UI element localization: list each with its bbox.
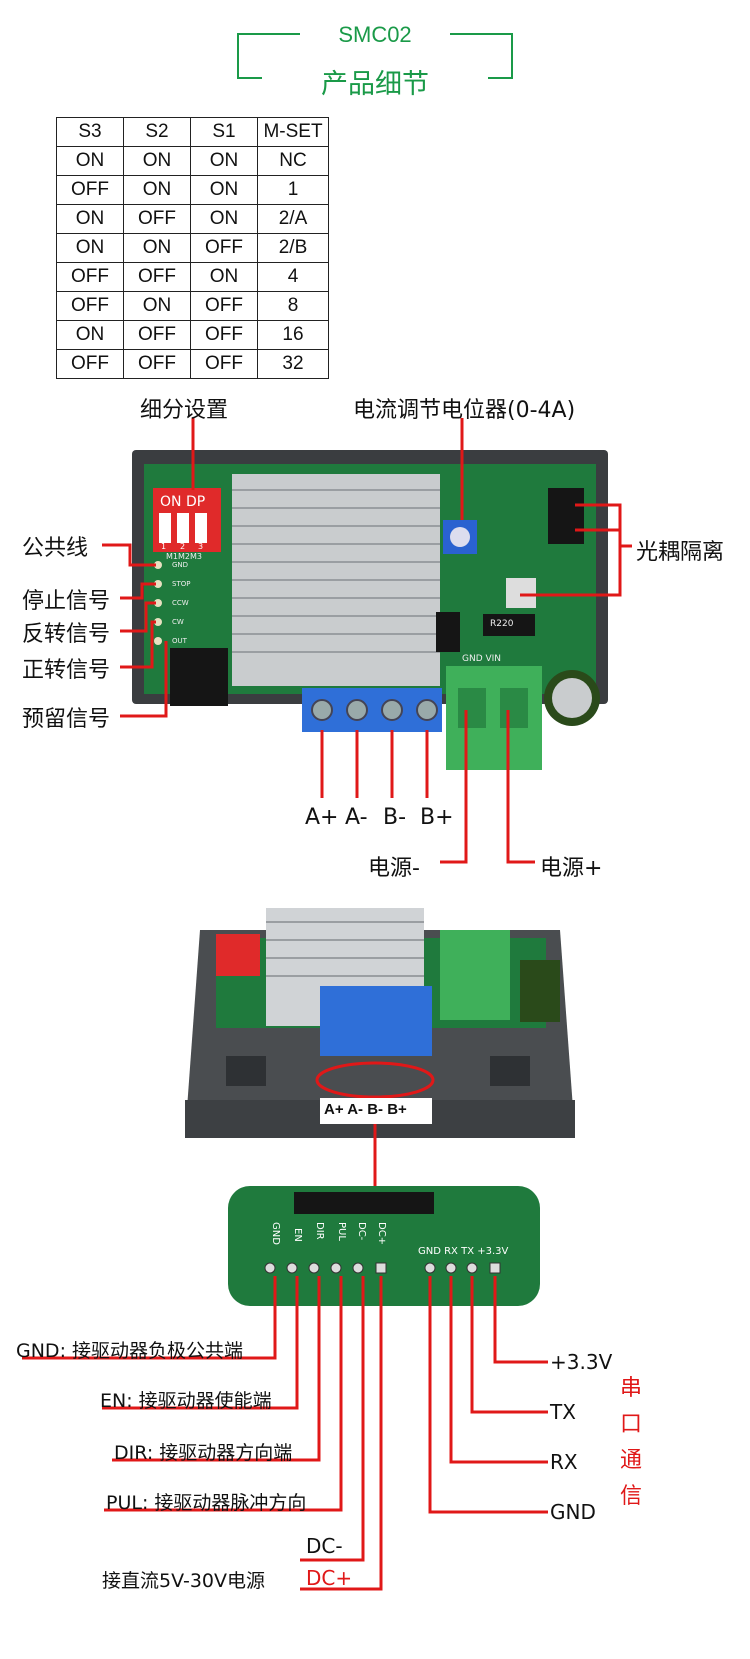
power-plus-label: 电源+ bbox=[540, 856, 603, 881]
terminal-a-plus: A+ bbox=[305, 805, 339, 830]
serial-char: 信 bbox=[620, 1484, 643, 1509]
pin-name: GND bbox=[172, 561, 189, 569]
serial-gnd-label: GND bbox=[550, 1500, 596, 1524]
terminal-label: A+ A- B- B+ bbox=[324, 1101, 407, 1118]
silk-pin: DC+ bbox=[376, 1222, 387, 1246]
board-top-view bbox=[102, 418, 632, 864]
model-title: SMC02 bbox=[338, 22, 412, 47]
pin-highlight-circle bbox=[315, 1061, 435, 1099]
common-line-label: 公共线 bbox=[22, 536, 89, 561]
table-header: S3 bbox=[56, 117, 124, 147]
microstep-label: 细分设置 bbox=[140, 398, 229, 423]
reverse-signal-label: 反转信号 bbox=[22, 622, 111, 647]
silk-r220: R220 bbox=[490, 619, 514, 629]
silk-serial: GND RX TX +3.3V bbox=[418, 1246, 509, 1257]
pot-label: 电流调节电位器(0-4A) bbox=[353, 398, 576, 423]
table-header-row: S3 S2 S1 M-SET bbox=[56, 117, 329, 147]
dip-number: 2 bbox=[180, 542, 186, 551]
serial-rx-label: RX bbox=[550, 1450, 578, 1474]
dip-number: 3 bbox=[198, 542, 204, 551]
dc-caption: 接直流5V-30V电源 bbox=[102, 1570, 266, 1592]
terminal-a-minus: A- bbox=[345, 805, 368, 830]
silk-pin: DIR bbox=[314, 1222, 325, 1240]
silk-pin: DC- bbox=[356, 1222, 367, 1241]
page-subtitle: 产品细节 bbox=[321, 69, 429, 100]
dir-pin-label: DIR: 接驱动器方向端 bbox=[114, 1442, 293, 1464]
dip-number: 1 bbox=[161, 542, 167, 551]
header-frame bbox=[237, 33, 513, 79]
dip-switch bbox=[216, 934, 260, 976]
motor-terminal-block bbox=[320, 986, 432, 1056]
dc-minus-label: DC- bbox=[306, 1534, 343, 1558]
silk-pin: PUL bbox=[336, 1222, 347, 1241]
terminal-b-plus: B+ bbox=[420, 805, 454, 830]
silk-pin: EN bbox=[292, 1228, 303, 1242]
ic-chip bbox=[170, 648, 228, 706]
terminal-b-minus: B- bbox=[383, 805, 407, 830]
serial-char: 通 bbox=[620, 1448, 643, 1473]
pin-name: OUT bbox=[172, 637, 187, 645]
optocoupler bbox=[548, 488, 584, 544]
pin-name: CCW bbox=[172, 599, 189, 607]
pul-pin-label: PUL: 接驱动器脉冲方向 bbox=[106, 1492, 307, 1514]
serial-char: 口 bbox=[620, 1412, 643, 1437]
pin-name: STOP bbox=[172, 580, 191, 588]
serial-tx-label: TX bbox=[550, 1400, 576, 1424]
stop-signal-label: 停止信号 bbox=[22, 589, 111, 614]
silk-m: M1M2M3 bbox=[166, 552, 202, 561]
pin-name: CW bbox=[172, 618, 184, 626]
en-pin-label: EN: 接驱动器使能端 bbox=[100, 1390, 272, 1412]
silk-gnd-vin: GND VIN bbox=[462, 654, 502, 664]
board-angled-view bbox=[185, 908, 575, 1190]
forward-signal-label: 正转信号 bbox=[22, 658, 111, 683]
table-header: M-SET bbox=[257, 117, 329, 147]
opto-label: 光耦隔离 bbox=[636, 540, 725, 565]
reserved-signal-label: 预留信号 bbox=[22, 707, 111, 732]
dip-text: ON DP bbox=[160, 494, 206, 510]
power-terminal-block bbox=[440, 930, 510, 1020]
serial-char: 串 bbox=[620, 1376, 643, 1401]
silk-pin: GND bbox=[270, 1222, 281, 1245]
table-header: S1 bbox=[190, 117, 258, 147]
gnd-pin-label: GND: 接驱动器负极公共端 bbox=[16, 1340, 244, 1362]
serial-3v3-label: +3.3V bbox=[550, 1350, 613, 1374]
power-minus-label: 电源- bbox=[368, 856, 420, 881]
dc-plus-label: DC+ bbox=[306, 1566, 353, 1590]
